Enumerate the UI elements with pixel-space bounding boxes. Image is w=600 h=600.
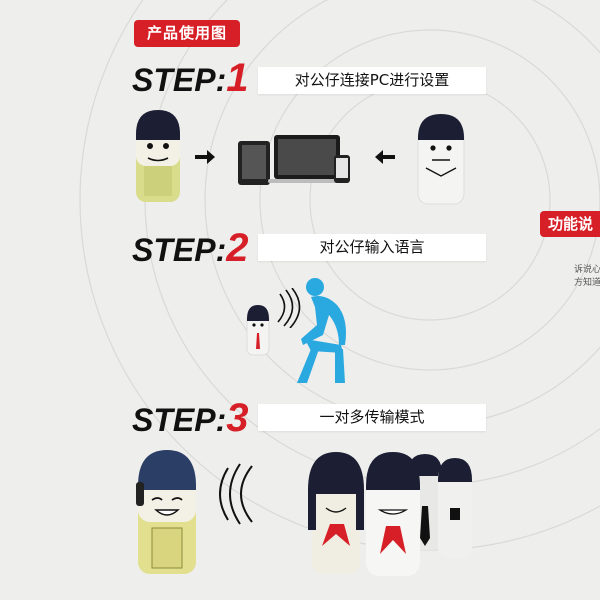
devices-icon [238,135,350,185]
feature-text-line-1: 诉说心 [574,265,600,275]
step-1-number: 1 [226,56,249,100]
step-3-label: STEP:3 [132,398,248,438]
step-3-number: 3 [226,396,249,440]
feature-badge: 功能说 [540,211,600,237]
step-1-prefix: STEP: [132,62,227,98]
feature-text-line-2: 方知道 [574,278,600,288]
doll-yellow-icon [136,110,180,202]
sound-waves-icon [277,288,301,328]
step-3-caption: 一对多传输模式 [258,404,486,431]
step-2-label: STEP:2 [132,228,248,268]
step-2-prefix: STEP: [132,232,227,268]
broadcast-waves-icon [219,463,253,525]
page-title-badge: 产品使用图 [134,20,240,47]
doll-large-yellow-icon [136,450,196,574]
step-2-caption: 对公仔输入语言 [258,234,486,261]
step-1-caption: 对公仔连接PC进行设置 [258,67,486,94]
step-1-label: STEP:1 [132,58,248,98]
arrow-left-icon [375,150,395,164]
doll-small-icon [246,305,270,356]
doll-white-icon [417,114,465,205]
speaking-person-icon [297,278,346,383]
doll-group-icon [308,452,472,576]
step-3-prefix: STEP: [132,402,227,438]
step-2-number: 2 [226,226,249,270]
arrow-right-icon [195,150,215,164]
